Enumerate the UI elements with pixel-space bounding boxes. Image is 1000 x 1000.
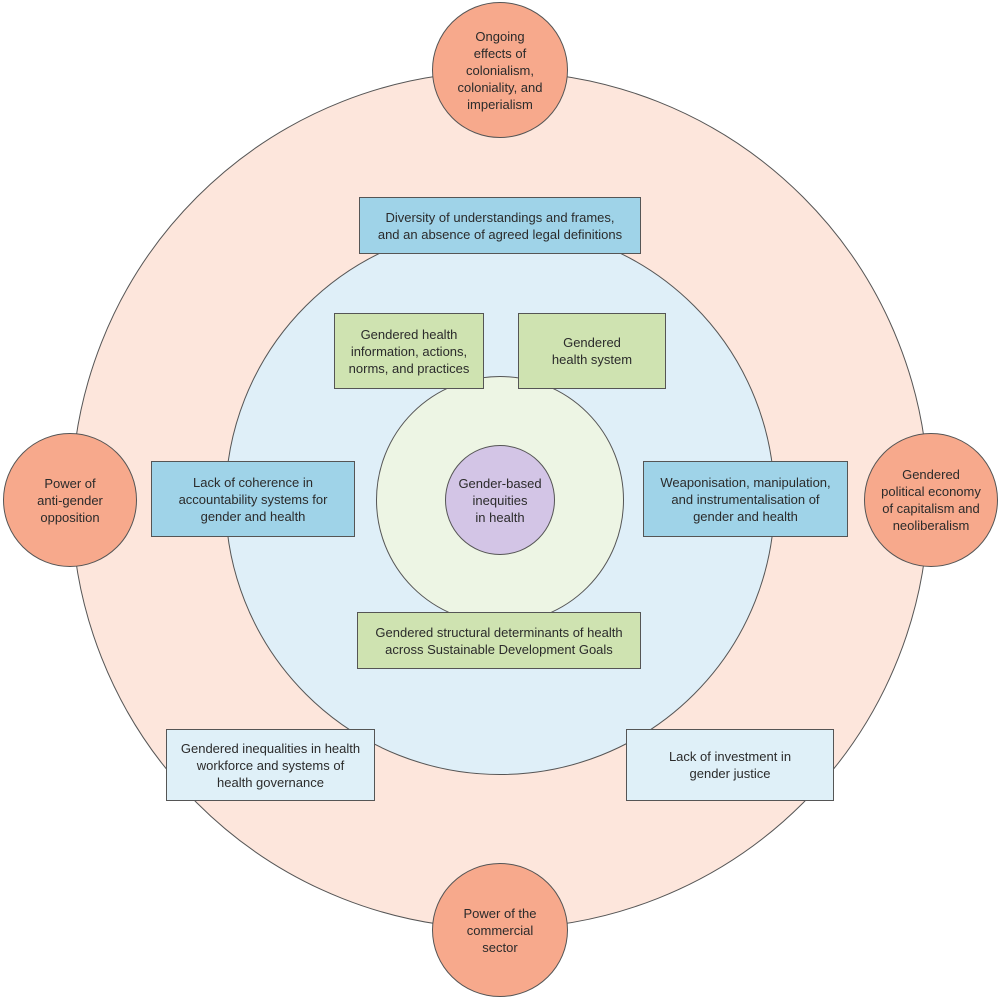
box-gendered-inequalities-workforce: Gendered inequalities in health workforc… bbox=[166, 729, 375, 801]
box-diversity-of-understandings: Diversity of understandings and frames, … bbox=[359, 197, 641, 254]
circle-political-economy: Gendered political economy of capitalism… bbox=[864, 433, 998, 567]
box-gendered-health-information: Gendered health information, actions, no… bbox=[334, 313, 484, 389]
box-gendered-structural-determinants: Gendered structural determinants of heal… bbox=[357, 612, 641, 669]
circle-colonialism: Ongoing effects of colonialism, colonial… bbox=[432, 2, 568, 138]
core-circle bbox=[445, 445, 555, 555]
box-lack-of-coherence: Lack of coherence in accountability syst… bbox=[151, 461, 355, 537]
core-label: Gender-based inequities in health bbox=[458, 475, 542, 525]
circle-commercial-sector: Power of the commercial sector bbox=[432, 863, 568, 997]
box-weaponisation: Weaponisation, manipulation, and instrum… bbox=[643, 461, 848, 537]
circle-anti-gender-opposition: Power of anti-gender opposition bbox=[3, 433, 137, 567]
box-lack-of-investment: Lack of investment in gender justice bbox=[626, 729, 834, 801]
box-gendered-health-system: Gendered health system bbox=[518, 313, 666, 389]
